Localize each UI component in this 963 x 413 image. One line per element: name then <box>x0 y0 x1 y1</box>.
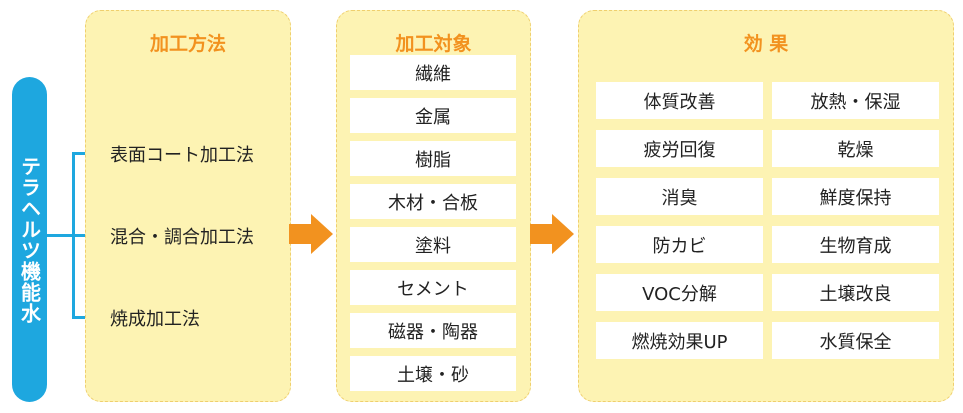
effect-item: VOC分解 <box>596 274 763 311</box>
effect-item: 水質保全 <box>772 322 939 359</box>
effect-item: 生物育成 <box>772 226 939 263</box>
targets-panel-title: 加工対象 <box>395 33 472 55</box>
method-item: 表面コート加工法 <box>110 145 254 166</box>
effect-item: 乾燥 <box>772 130 939 167</box>
effect-item: 鮮度保持 <box>772 178 939 215</box>
connector-stem <box>47 234 75 237</box>
method-item: 混合・調合加工法 <box>110 227 254 248</box>
target-item: 木材・合板 <box>350 184 516 219</box>
effect-item: 消臭 <box>596 178 763 215</box>
arrow-right-icon <box>530 214 574 254</box>
effect-item: 防カビ <box>596 226 763 263</box>
root-label-pill: テラヘルツ機能水 <box>12 77 47 402</box>
effects-panel-title: 効 果 <box>743 33 789 55</box>
effect-item: 疲労回復 <box>596 130 763 167</box>
effect-item: 体質改善 <box>596 82 763 119</box>
target-item: 塗料 <box>350 227 516 262</box>
effect-item: 土壌改良 <box>772 274 939 311</box>
method-item: 焼成加工法 <box>110 309 200 330</box>
target-item: 金属 <box>350 98 516 133</box>
effect-item: 放熱・保湿 <box>772 82 939 119</box>
target-item: 樹脂 <box>350 141 516 176</box>
target-item: 繊維 <box>350 55 516 90</box>
target-item: 土壌・砂 <box>350 356 516 391</box>
root-label: テラヘルツ機能水 <box>17 155 42 324</box>
methods-panel-title: 加工方法 <box>149 33 226 55</box>
effect-item: 燃焼効果UP <box>596 322 763 359</box>
target-item: 磁器・陶器 <box>350 313 516 348</box>
target-item: セメント <box>350 270 516 305</box>
methods-panel: 加工方法 <box>85 10 291 402</box>
arrow-right-icon <box>289 214 333 254</box>
